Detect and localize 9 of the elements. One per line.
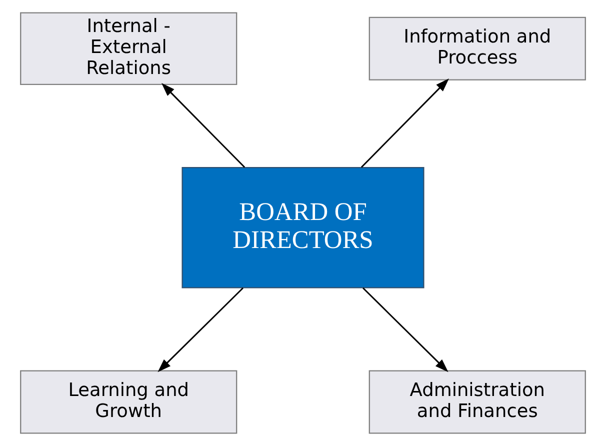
node-box: BOARD OF DIRECTORS	[182, 166, 424, 288]
arrow	[362, 287, 448, 372]
node-box: Administration and Finances	[368, 370, 586, 434]
node-box: Learning and Growth	[20, 370, 238, 434]
node-box: Information and Proccess	[368, 16, 586, 80]
arrow	[161, 83, 246, 168]
arrow	[158, 287, 244, 372]
node-box: Internal - External Relations	[20, 12, 238, 85]
arrow	[360, 78, 449, 168]
